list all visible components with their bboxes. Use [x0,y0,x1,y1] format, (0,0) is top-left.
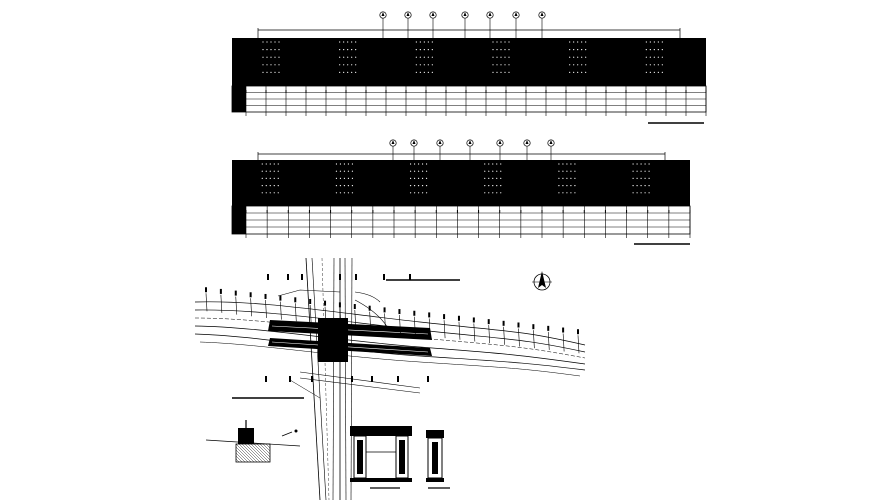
detail-section-c [426,430,450,489]
station-label-mark [234,290,237,296]
station-label-mark [219,288,222,294]
station-label-mark [487,319,490,325]
station-label-mark [398,309,401,315]
station-label-mark [338,302,341,308]
station-label-mark [517,322,520,328]
station-label-mark [443,314,446,320]
station-label-mark [472,317,475,323]
station-label-mark [562,327,565,333]
station-label-mark [547,325,550,331]
horizontal-road [194,301,586,377]
station-label-mark [427,376,429,382]
station-label-mark [428,312,431,318]
elevation-1-table-grid [245,86,707,116]
station-label-mark [355,274,357,280]
station-label-mark [353,304,356,310]
plan-station-markers [205,274,580,382]
bridge-elevation-1 [231,11,707,124]
station-label-mark [289,376,291,382]
station-label-mark [287,274,289,280]
station-label-mark [368,305,371,311]
station-label-mark [339,274,341,280]
station-label-mark [249,292,252,298]
elevation-2-table-grid [245,206,691,238]
detail-a-hatch [235,443,271,463]
station-label-mark [324,300,327,306]
station-label-mark [383,274,385,280]
station-label-mark [457,315,460,321]
elevation-2-dot-patterns [261,163,650,194]
elevation-1-pier-markers [379,11,546,38]
station-label-mark [294,297,297,303]
elevation-1-deck-mass [232,38,706,86]
station-label-mark [279,295,282,301]
station-label-mark [205,287,207,293]
station-label-mark [577,329,579,335]
station-label-mark [264,293,267,299]
detail-section-b [350,426,412,489]
elevation-2-table-legend [232,206,246,234]
station-label-mark [397,376,399,382]
station-label-mark [301,274,303,280]
elevation-1-dot-patterns [262,41,663,73]
station-label-mark [267,274,269,280]
bridge-elevation-2 [231,139,691,245]
station-label-mark [413,310,416,316]
station-label-mark [371,376,373,382]
elevation-2-deck-mass [232,160,690,206]
north-arrow-icon [532,271,552,291]
station-label-mark [532,324,535,330]
interchange-plan-view [194,257,586,501]
station-label-mark [409,274,411,280]
elevation-2-pier-markers [389,139,555,160]
ramps [277,289,421,399]
station-label-mark [383,307,386,313]
detail-section-a [205,420,301,463]
station-label-mark [265,376,267,382]
station-label-mark [309,298,312,304]
station-label-mark [351,376,353,382]
station-label-mark [502,320,505,326]
station-label-mark [311,376,313,382]
elevation-1-table-legend [232,86,246,112]
